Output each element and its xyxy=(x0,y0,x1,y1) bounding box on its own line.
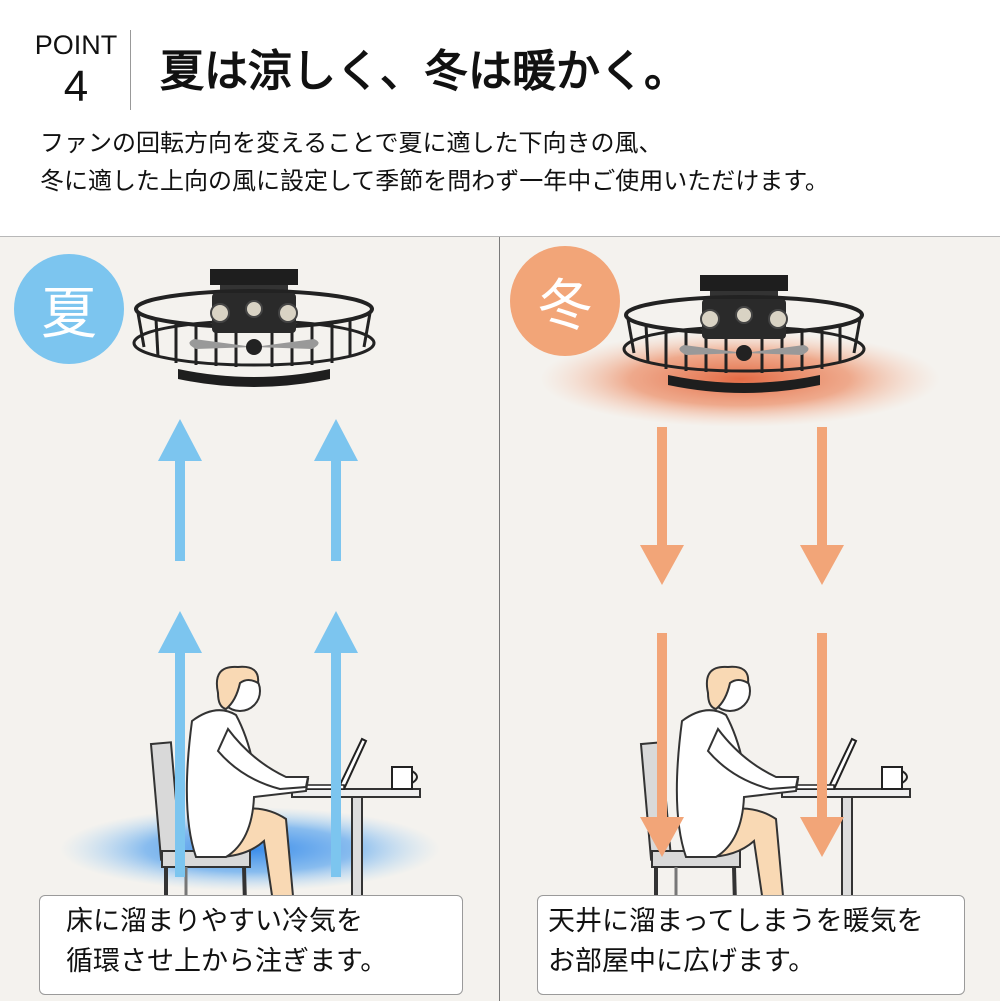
panel-divider xyxy=(499,237,500,1001)
summer-airflow-arrows xyxy=(158,419,358,877)
up-arrow-icon xyxy=(158,419,202,561)
up-arrow-icon xyxy=(314,611,358,877)
summer-scene xyxy=(60,267,440,943)
up-arrow-icon xyxy=(314,419,358,561)
down-arrow-icon xyxy=(800,633,844,857)
warm-air-glow xyxy=(540,331,940,427)
down-arrow-icon xyxy=(640,427,684,585)
down-arrow-icon xyxy=(640,633,684,857)
winter-badge: 冬 xyxy=(510,246,620,356)
description-line-1: ファンの回転方向を変えることで夏に適した下向きの風、 xyxy=(40,129,663,157)
up-arrow-icon xyxy=(158,611,202,877)
down-arrow-icon xyxy=(800,427,844,585)
point-number: 4 xyxy=(63,62,89,111)
season-panels: 夏 床に溜まりやすい冷気を 循環させ上から注ぎます。 xyxy=(0,236,1000,1001)
page-title: 夏は涼しく、冬は暖かく。 xyxy=(160,46,688,97)
winter-scene xyxy=(540,273,940,943)
summer-caption-line-2: 循環させ上から注ぎます。 xyxy=(66,946,388,977)
summer-caption: 床に溜まりやすい冷気を 循環させ上から注ぎます。 xyxy=(39,895,463,995)
summer-caption-line-1: 床に溜まりやすい冷気を xyxy=(66,906,363,937)
winter-caption: 天井に溜まってしまうを暖気を お部屋中に広げます。 xyxy=(537,895,965,995)
winter-caption-line-2: お部屋中に広げます。 xyxy=(548,946,816,977)
description: ファンの回転方向を変えることで夏に適した下向きの風、 冬に適した上向の風に設定し… xyxy=(40,124,829,200)
point-label: POINT xyxy=(34,30,118,60)
summer-badge: 夏 xyxy=(14,254,124,364)
header-divider xyxy=(130,30,131,110)
winter-airflow-arrows xyxy=(640,427,844,857)
winter-caption-line-1: 天井に溜まってしまうを暖気を xyxy=(548,906,924,937)
ceiling-fan-illustration xyxy=(132,267,376,389)
description-line-2: 冬に適した上向の風に設定して季節を問わず一年中ご使用いただけます。 xyxy=(40,167,829,195)
